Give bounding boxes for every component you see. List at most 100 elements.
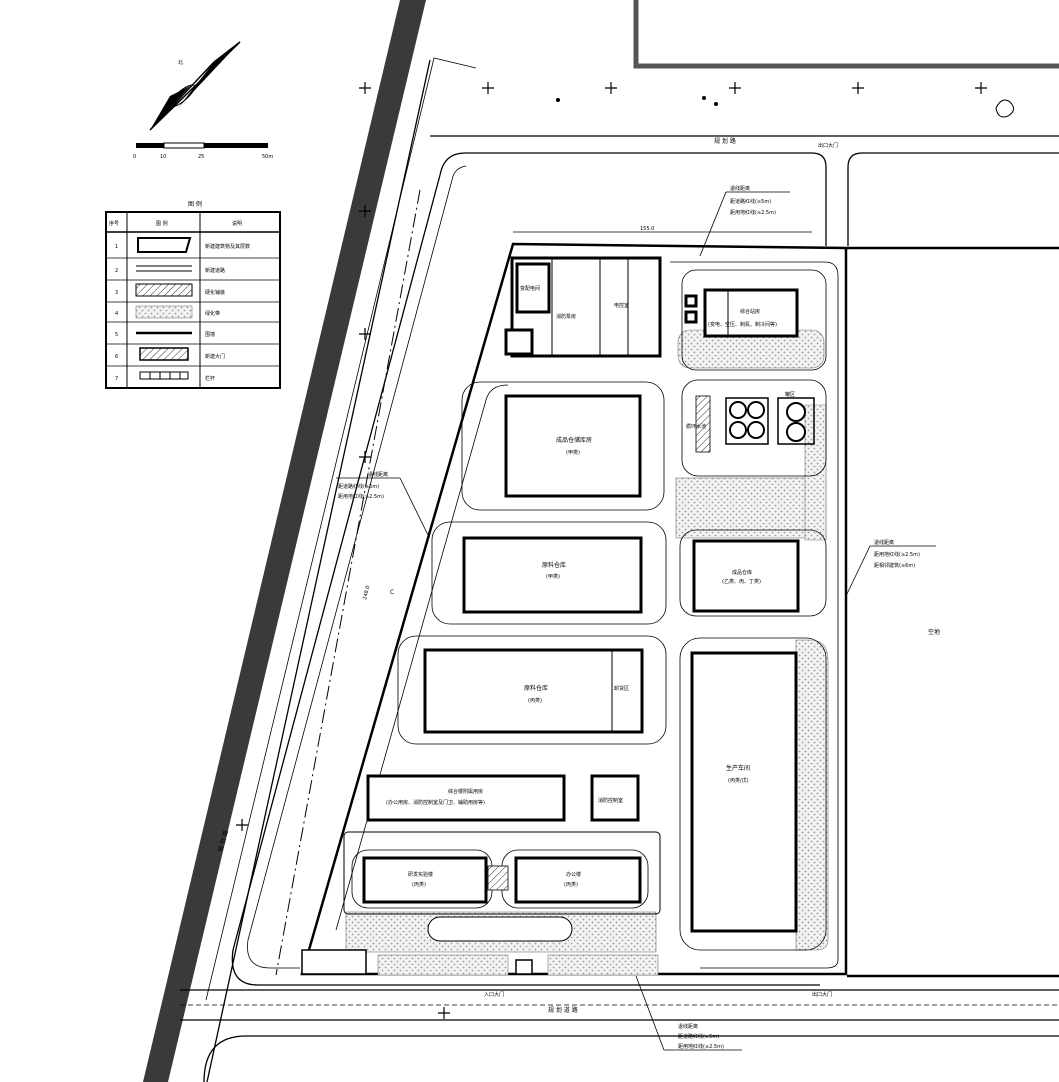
long-building-sub: (办公用房、消防控制室及门卫、辅助用房等) — [386, 799, 485, 806]
west-road-edge — [206, 59, 431, 1082]
svg-text:退线距离: 退线距离 — [730, 185, 750, 192]
legend-no: 5 — [115, 332, 118, 338]
inner-road-west — [335, 384, 509, 931]
pipe-rack — [695, 395, 711, 453]
warehouse-b — [462, 536, 643, 614]
ne-station — [703, 288, 799, 338]
survey-dot — [714, 102, 718, 106]
survey-dot — [702, 96, 706, 100]
legend-header-sym: 图 例 — [156, 220, 168, 227]
survey-crosses — [236, 82, 987, 1019]
ne-station-title: 综合站房 — [740, 308, 760, 315]
site-wall — [300, 242, 848, 976]
tank-5 — [786, 402, 806, 422]
pave-east-upper — [804, 404, 827, 541]
office — [514, 856, 642, 904]
pump-house-label: 消防泵房 — [556, 313, 576, 320]
tank-3 — [729, 421, 747, 439]
pave-south-right — [547, 954, 659, 976]
warehouse-c-lot — [397, 635, 667, 745]
warehouse-c — [423, 648, 644, 734]
dormitory — [362, 856, 488, 904]
tank-frame — [725, 397, 769, 445]
ne-small-a — [684, 294, 698, 308]
workshop-lot — [679, 637, 827, 951]
legend-desc: 硬化铺装 — [205, 289, 225, 296]
substation-label: 变配电间 — [520, 285, 540, 292]
legend-desc: 围墙 — [205, 331, 215, 338]
top-dim: 155.0 — [640, 226, 654, 232]
perimeter-road-west — [231, 152, 820, 986]
legend: 图 例 序号 图 例 说明 1 新建建筑物及其层数 2 新建道路 3 硬化铺装 … — [105, 200, 281, 389]
warehouse-a-sub: (甲类) — [566, 449, 580, 456]
north-arrow: 北 — [149, 41, 241, 131]
legend-building-symbol — [137, 237, 192, 253]
scale-tick-1: 10 — [160, 154, 166, 160]
south-yard — [343, 831, 661, 915]
dormitory-sub: (丙类) — [412, 881, 426, 888]
warehouse-b-lot — [431, 521, 667, 625]
legend-title: 图 例 — [188, 200, 202, 208]
north-road-label: 规 划 路 — [714, 137, 736, 145]
aux-room-label: 循环水池 — [686, 423, 706, 430]
legend-desc: 栏杆 — [205, 375, 215, 382]
perimeter-road-west-inner — [247, 165, 467, 969]
ne-pave-frame — [681, 269, 827, 371]
small-building — [590, 774, 640, 822]
warehouse-a-title: 成品仓储库房 — [556, 436, 592, 444]
legend-header-no: 序号 — [109, 220, 119, 227]
long-building-title: 综合楼附属用房 — [448, 788, 483, 795]
tree-symbol — [995, 99, 1014, 118]
pave-south-left — [377, 954, 509, 976]
electrical-label: 电控室 — [614, 302, 629, 309]
site-boundary-dashdot — [275, 189, 421, 976]
tank-1 — [729, 401, 747, 419]
survey-dot — [556, 98, 560, 102]
callout-west: 退线距离 距道路红线(≥5m) 距用地红线(≥2.5m) — [336, 471, 429, 536]
nw-small-room — [504, 328, 534, 356]
scale-tick-2: 25 — [198, 154, 204, 160]
perimeter-road-outer — [465, 152, 1059, 246]
legend-no: 4 — [115, 311, 118, 317]
neighbor-plot-label: 空地 — [928, 628, 940, 636]
boundary-mark: C — [390, 589, 394, 596]
legend-gate-symbol — [139, 347, 189, 361]
west-dim: 248.0 — [362, 585, 371, 600]
legend-green-symbol — [135, 305, 193, 319]
svg-text:距相邻建筑(≥6m): 距相邻建筑(≥6m) — [874, 562, 915, 569]
warehouse-a — [504, 394, 642, 498]
south-road-label: 规 划 道 路 — [548, 1006, 578, 1014]
inner-road-loop — [670, 261, 839, 969]
svg-text:距用地红线(≥2.5m): 距用地红线(≥2.5m) — [678, 1043, 724, 1050]
office-sub: (丙类) — [564, 881, 578, 888]
legend-no: 6 — [115, 354, 118, 360]
svg-text:距道路红线(≥5m): 距道路红线(≥5m) — [730, 198, 771, 205]
tank-4 — [747, 421, 765, 439]
warehouse-b-title: 原料仓库 — [542, 561, 566, 569]
tank-room-label: 罐区 — [785, 391, 795, 398]
warehouse-e-sub: (乙类、丙、丁类) — [722, 578, 761, 585]
substation-room — [515, 262, 551, 314]
legend-desc: 新建建筑物及其层数 — [205, 243, 250, 250]
callout-north: 退线距离 距道路红线(≥5m) 距用地红线(≥2.5m) — [699, 185, 790, 257]
ne-small-b — [684, 310, 698, 324]
dormitory-title: 研发实验楼 — [408, 871, 433, 878]
link-stair — [487, 865, 509, 891]
pave-east-strip — [795, 639, 829, 951]
sw-gate-box — [301, 949, 367, 975]
svg-text:退线距离: 退线距离 — [368, 471, 388, 478]
west-road-fence — [205, 57, 477, 1001]
callout-south: 退线距离 距道路红线(≥5m) 距用地红线(≥2.5m) — [635, 975, 742, 1051]
office-title: 办公楼 — [566, 871, 581, 878]
callout-east: 退线距离 距用地红线(≥2.5m) 距相邻建筑(≥6m) — [845, 539, 936, 597]
scale-tick-0: 0 — [133, 154, 136, 160]
sw-gate-label: 入口大门 — [484, 991, 504, 998]
svg-text:退线距离: 退线距离 — [874, 539, 894, 546]
neighbor-building-east — [847, 246, 1059, 978]
legend-desc: 新建大门 — [205, 353, 225, 360]
west-road-strip — [143, 0, 426, 1082]
tank-2 — [747, 401, 765, 419]
warehouse-e — [692, 539, 800, 613]
legend-no: 2 — [115, 268, 118, 274]
